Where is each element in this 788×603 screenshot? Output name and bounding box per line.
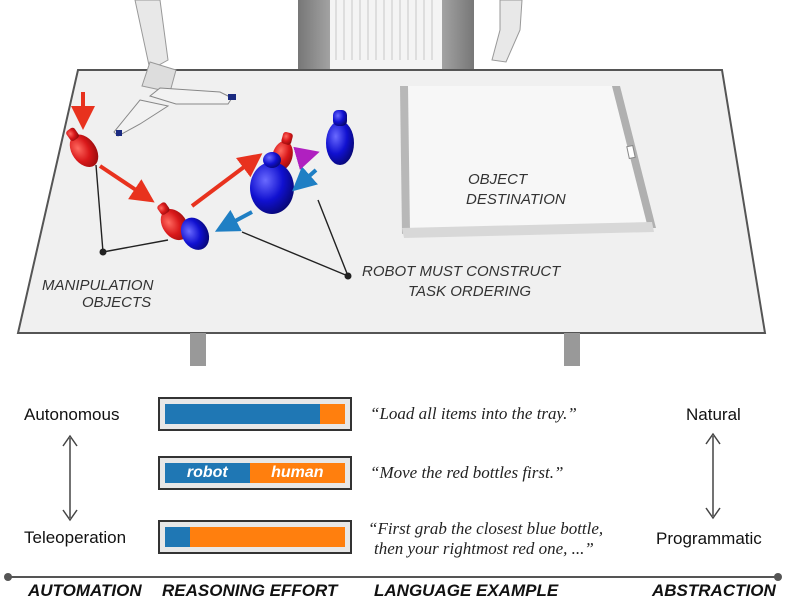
language-example-3-line1: “First grab the closest blue bottle,	[368, 519, 604, 538]
object-destination-tray	[400, 86, 656, 238]
callout-robot-line2: TASK ORDERING	[408, 283, 531, 300]
abstraction-double-arrow	[705, 432, 721, 520]
axis-label-automation: AUTOMATION	[28, 581, 142, 600]
callout-dot-robot	[344, 272, 352, 280]
blue-bottle-3	[326, 110, 354, 165]
axis-label-language-example: LANGUAGE EXAMPLE	[374, 581, 559, 600]
callout-robot-line1: ROBOT MUST CONSTRUCT	[362, 263, 562, 280]
effort-bar-human-segment	[319, 404, 345, 424]
robot-scene-illustration: MANIPULATION OBJECTS ROBOT MUST CONSTRUC…	[16, 0, 767, 366]
language-example-2: “Move the red bottles first.”	[370, 463, 564, 482]
table-leg-left	[190, 333, 206, 366]
callout-manipulation-line1: MANIPULATION	[42, 277, 154, 294]
red-path-arrows	[71, 92, 263, 208]
bottom-axis	[4, 573, 782, 581]
axis-label-abstraction: ABSTRACTION	[652, 581, 776, 600]
effort-bar-robot-segment	[165, 527, 191, 547]
robot-base	[298, 0, 474, 70]
blue-bottle-1	[180, 217, 210, 250]
label-programmatic: Programmatic	[656, 529, 762, 548]
axis-end-dot-right	[774, 573, 782, 581]
blue-path-arrows	[214, 166, 318, 232]
label-natural: Natural	[686, 405, 741, 424]
effort-bar-robot-segment	[165, 404, 320, 424]
purple-arrow	[293, 146, 320, 170]
destination-label-line2: DESTINATION	[466, 191, 566, 208]
autonomy-double-arrow	[62, 434, 78, 522]
robot-right-arm	[491, 0, 523, 63]
language-example-1: “Load all items into the tray.”	[370, 404, 577, 423]
label-autonomous: Autonomous	[24, 405, 120, 424]
axis-end-dot-left	[4, 573, 12, 581]
axis-label-reasoning-effort: REASONING EFFORT	[162, 581, 338, 600]
effort-bar-row-2: robot human	[158, 456, 352, 490]
red-bottle-1	[66, 127, 99, 168]
callout-manipulation-line2: OBJECTS	[82, 294, 151, 311]
table-leg-right	[564, 333, 580, 366]
effort-bar-row-1	[158, 397, 352, 431]
language-example-3-line2: then your rightmost red one, ...”	[374, 539, 594, 558]
label-teleoperation: Teleoperation	[24, 528, 127, 547]
effort-bar-human-segment	[190, 527, 345, 547]
robot-left-arm	[113, 0, 236, 137]
effort-bar-robot-segment: robot	[165, 463, 250, 483]
effort-bar-human-segment: human	[249, 463, 345, 483]
effort-bar-row-3	[158, 520, 352, 554]
callout-dot-manipulation	[99, 248, 107, 256]
destination-label-line1: OBJECT	[468, 171, 529, 188]
